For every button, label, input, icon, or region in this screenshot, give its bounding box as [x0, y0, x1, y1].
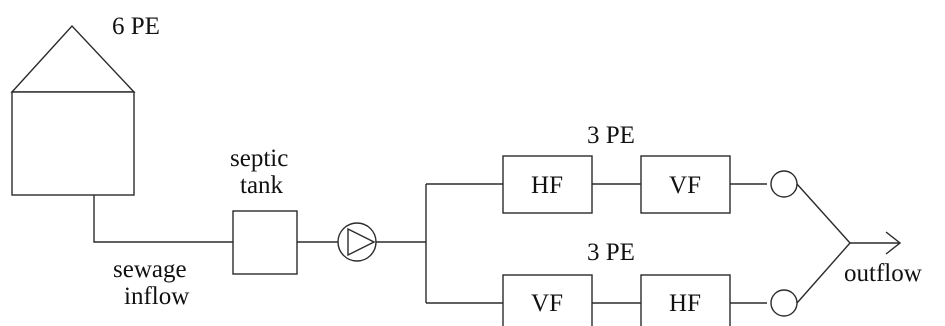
- pump-icon: [337, 222, 377, 262]
- outflow-label: outflow: [844, 260, 922, 287]
- lower-box1-label: VF: [531, 290, 563, 317]
- septic-label-line1: septic: [230, 145, 288, 172]
- inflow-label-line1: sewage: [113, 256, 187, 283]
- lower-hf-box: [640, 274, 731, 326]
- lower-sampling-circle-icon: [770, 289, 798, 317]
- lower-box2-label: HF: [669, 290, 701, 317]
- upper-sampling-circle-icon: [770, 170, 798, 198]
- septic-label-line2: tank: [240, 172, 284, 199]
- septic-tank-box: [232, 210, 298, 275]
- lower-merge-line: [796, 242, 851, 304]
- inflow-pipe: [93, 195, 233, 243]
- lower-vf-box: [502, 274, 593, 326]
- house-label: 6 PE: [112, 13, 160, 40]
- upper-box1-label: HF: [531, 172, 563, 199]
- outflow-arrow-icon: [850, 231, 902, 255]
- inflow-label-line2: inflow: [124, 283, 189, 310]
- upper-vf-box: [640, 155, 731, 214]
- upper-branch-label: 3 PE: [587, 122, 635, 149]
- upper-merge-line: [796, 183, 851, 244]
- upper-box2-label: VF: [669, 172, 701, 199]
- house-icon: [10, 24, 136, 196]
- upper-hf-box: [502, 155, 593, 214]
- lower-branch-label: 3 PE: [587, 239, 635, 266]
